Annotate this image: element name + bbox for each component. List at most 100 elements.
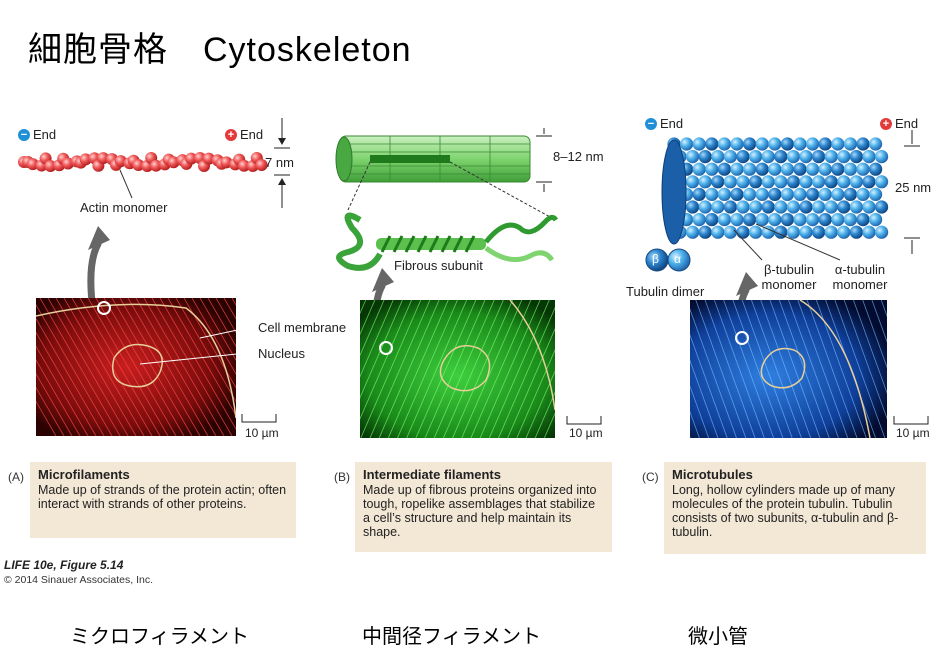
tubulin-bead [692, 137, 706, 151]
tubulin-bead [856, 137, 870, 151]
tubulin-bead [831, 137, 845, 151]
tubulin-bead [862, 150, 876, 164]
tubulin-bead [761, 150, 775, 164]
fiber [36, 400, 57, 436]
tubulin-bead [755, 187, 769, 201]
caption-heading: Microtubules [672, 467, 753, 482]
japanese-label: ミクロフィラメント [70, 626, 249, 648]
fibrous-subunit-label: Fibrous subunit [394, 258, 483, 273]
actin-monomer-bead [238, 159, 250, 172]
fiber [175, 298, 236, 403]
caption-intermediate-filaments: Intermediate filaments Made up of fibrou… [355, 462, 612, 552]
fiber [47, 298, 129, 436]
scale-bar [893, 416, 929, 425]
filament-size-label: 8–12 nm [553, 149, 604, 164]
fiber [387, 300, 449, 438]
tubulin-bead [711, 175, 725, 189]
tubulin-bead [806, 213, 820, 227]
green-fibers-image [360, 300, 555, 438]
fiber [415, 300, 477, 438]
caption-heading: Microfilaments [38, 467, 130, 482]
tubulin-bead [698, 175, 712, 189]
fiber [360, 300, 385, 357]
tubulin-bead [717, 137, 731, 151]
fiber [843, 300, 887, 420]
fiber [507, 328, 555, 438]
fiber [433, 300, 495, 438]
tubulin-bead [875, 175, 889, 189]
fiber [806, 300, 858, 438]
tubulin-bead [875, 150, 889, 164]
tubulin-bead [799, 150, 813, 164]
tubulin-bead [736, 225, 750, 239]
tubulin-bead [768, 162, 782, 176]
tubulin-bead [730, 162, 744, 176]
fiber [127, 298, 209, 436]
actin-monomer-bead [150, 159, 162, 172]
fiber [378, 300, 440, 438]
tubulin-bead [818, 162, 832, 176]
red-fibers-image [36, 298, 236, 436]
japanese-label: 微小管 [688, 626, 748, 648]
fiber [853, 300, 887, 394]
fiber [424, 300, 486, 438]
tubulin-bead [793, 187, 807, 201]
tubulin-bead [849, 150, 863, 164]
tubulin-bead [793, 213, 807, 227]
fiber [470, 300, 532, 438]
tubulin-bead [843, 187, 857, 201]
fiber [167, 298, 236, 417]
caption-heading: Intermediate filaments [363, 467, 501, 482]
tubulin-bead [812, 225, 826, 239]
fiber [79, 298, 161, 436]
tubulin-bead [799, 175, 813, 189]
fiber [135, 298, 217, 436]
caption-text: Long, hollow cylinders made up of many m… [672, 483, 899, 539]
minus-end-label: − End [18, 127, 56, 142]
fiber [111, 298, 193, 436]
tubulin-bead [705, 187, 719, 201]
fiber [360, 300, 376, 336]
tubulin-bead [849, 200, 863, 214]
tubulin-bead [774, 150, 788, 164]
cell-membrane-label: Cell membrane [258, 320, 347, 335]
tubulin-bead [698, 200, 712, 214]
tubulin-bead [806, 162, 820, 176]
beta-tubulin-label: β-tubulin monomer [761, 262, 817, 292]
microtubule-micrograph [690, 300, 887, 438]
fiber [534, 391, 555, 438]
fiber [207, 298, 236, 348]
fiber [862, 300, 887, 369]
tubulin-bead [856, 187, 870, 201]
actin-monomer-bead [97, 152, 110, 165]
intermediate-filament-illustration [335, 128, 559, 271]
tubulin-bead [730, 187, 744, 201]
actin-filament-illustration [18, 118, 290, 208]
tubulin-bead [786, 200, 800, 214]
tubulin-bead [743, 137, 757, 151]
fiber [723, 300, 774, 438]
tubulin-bead [705, 213, 719, 227]
tubulin-bead [875, 200, 889, 214]
fiber [87, 298, 169, 436]
tubulin-bead [793, 137, 807, 151]
tubulin-bead [774, 200, 788, 214]
fiber [741, 300, 793, 438]
tube-end [661, 139, 687, 245]
fiber [151, 298, 233, 436]
fiber [834, 300, 886, 438]
fiber [815, 300, 867, 438]
tubulin-bead [705, 137, 719, 151]
tubulin-bead [768, 213, 782, 227]
tubulin-bead [743, 187, 757, 201]
actin-monomer-bead [79, 153, 92, 166]
actin-size-label: 7 nm [265, 155, 294, 170]
blue-fibers-image [690, 300, 887, 438]
fiber [690, 308, 737, 438]
fiber [479, 300, 541, 438]
tubulin-bead [780, 137, 794, 151]
tubulin-bead [824, 200, 838, 214]
alpha-tubulin-label: α-tubulin monomer [832, 262, 888, 292]
fiber [713, 300, 765, 438]
tubulin-bead [780, 187, 794, 201]
